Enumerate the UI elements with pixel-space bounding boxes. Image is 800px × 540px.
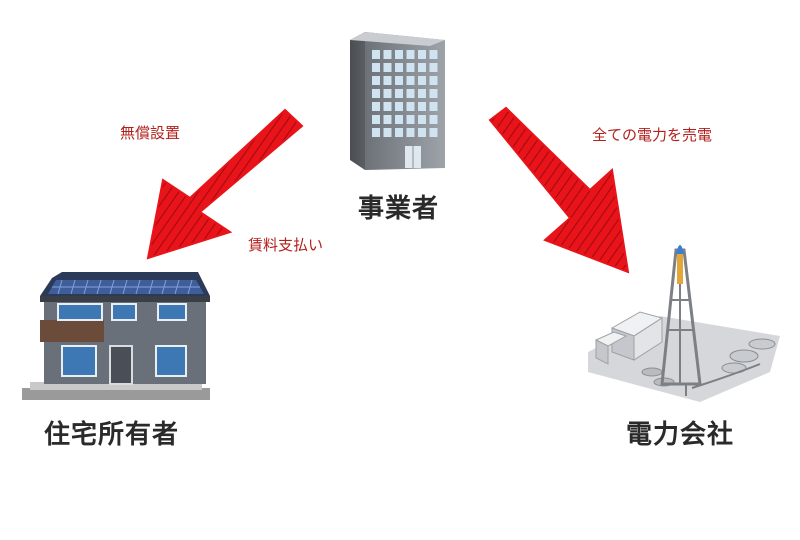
building-window: [429, 50, 438, 59]
building-window: [372, 76, 380, 85]
building-window: [429, 115, 438, 124]
office-building-icon: [350, 32, 445, 170]
arrow-operator-to-homeowner: [146, 108, 304, 260]
building-window: [395, 63, 403, 72]
building-window: [429, 89, 438, 98]
label-rent-payment: 賃料支払い: [248, 236, 324, 254]
building-window: [406, 128, 415, 137]
building-window: [406, 76, 415, 85]
building-window: [406, 63, 415, 72]
building-window: [418, 128, 426, 137]
house-icon: [22, 272, 210, 400]
building-window: [383, 128, 392, 137]
building-window: [383, 50, 392, 59]
label-sell-all-power: 全ての電力を売電: [592, 126, 713, 144]
building-window: [383, 89, 392, 98]
node-label-power-company: 電力会社: [626, 420, 735, 450]
building-window: [383, 63, 392, 72]
building-window: [406, 50, 415, 59]
building-window: [429, 102, 438, 111]
power-plant-icon: [588, 245, 780, 402]
solar-panel: [52, 279, 200, 295]
building-window: [418, 63, 426, 72]
building-window: [372, 50, 380, 59]
building-window: [372, 63, 380, 72]
building-window: [395, 102, 403, 111]
building-window: [418, 50, 426, 59]
building-window: [406, 89, 415, 98]
building-window: [395, 76, 403, 85]
node-label-operator: 事業者: [358, 194, 440, 224]
building-window: [395, 115, 403, 124]
node-label-homeowner: 住宅所有者: [44, 420, 180, 450]
building-window: [395, 128, 403, 137]
building-window: [418, 115, 426, 124]
building-window: [418, 102, 426, 111]
building-window: [395, 50, 403, 59]
arrow-operator-to-power-company: [488, 106, 630, 274]
building-window: [383, 115, 392, 124]
building-window: [406, 115, 415, 124]
building-window: [383, 76, 392, 85]
label-free-installation: 無償設置: [120, 124, 181, 142]
building-window: [372, 89, 380, 98]
building-window: [372, 128, 380, 137]
building-window: [406, 102, 415, 111]
building-window: [429, 76, 438, 85]
building-window: [429, 128, 438, 137]
building-window: [429, 63, 438, 72]
building-window: [383, 102, 392, 111]
building-window: [395, 89, 403, 98]
building-window: [372, 115, 380, 124]
building-windows: [372, 50, 438, 137]
building-window: [418, 89, 426, 98]
building-window: [418, 76, 426, 85]
building-window: [372, 102, 380, 111]
